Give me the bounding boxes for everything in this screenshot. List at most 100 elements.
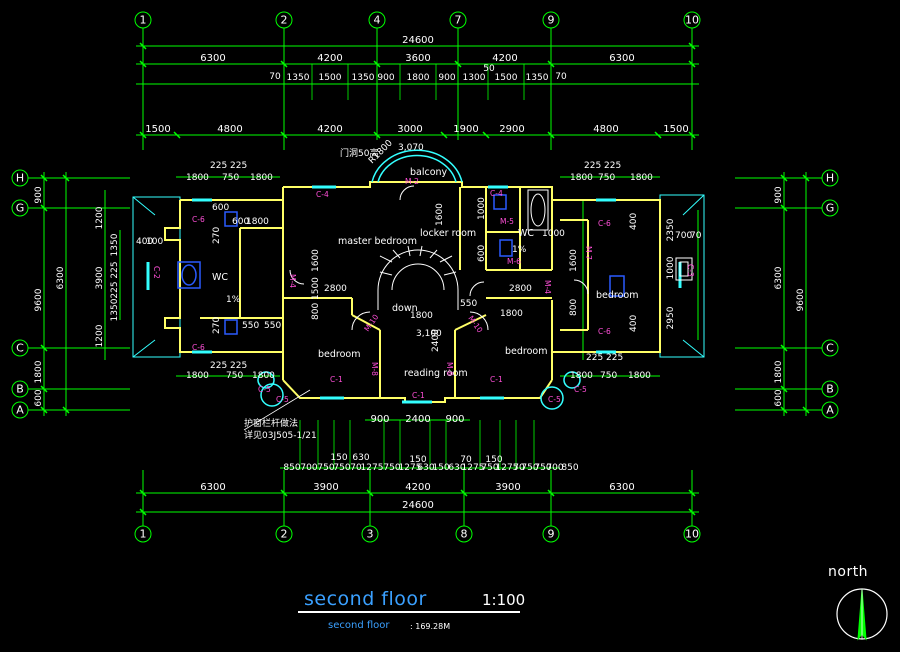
bay-windows [257,371,581,410]
dim-bottom1: 1275 [496,463,519,473]
tag-window: C-6 [192,215,205,224]
tag-door: M-2 [405,177,419,186]
grid-label-right-G: G [826,202,835,215]
room-bedroom-left: bedroom [318,349,360,360]
tag-window: C-3 [686,264,695,277]
dim-misc: 600 [232,217,249,227]
dim-misc: 600 [212,203,229,213]
dim-top2: 1350 [352,73,375,83]
dim-bottom1: 750 [521,463,538,473]
top-dimension-labels: 24600 6300 4200 3600 4200 6300 70 1350 1… [145,35,688,135]
tag-window: C-5 [258,385,271,394]
dim-misc: 400 [136,237,153,247]
dim-top3: 1900 [453,124,478,135]
staircase [377,245,459,310]
grid-label-right-C: C [826,342,834,355]
dim-misc: 2400 [431,329,441,352]
dim-misc: 550 [264,321,281,331]
grid-label-left-C: C [16,342,24,355]
opening-tags: C-4 C-4 C-6 C-6 C-6 C-6 C-2 C-3 C-5 C-5 … [152,177,695,404]
dim-bottom1: 750 [383,463,400,473]
tag-door: M-8 [370,362,379,376]
drawing-title: second floor [304,588,427,610]
dim-misc: 400 [629,213,639,230]
bottom-dimension-labels: 850 700 750 750 70 1275 750 1275 630 150… [200,414,634,511]
grid-label-bottom-9: 9 [548,528,555,541]
dim-bottom1: 750 [481,463,498,473]
dim-right-outer: 900 [774,186,784,203]
dim-inner-bottom: 900 [370,414,389,425]
windows [146,185,682,404]
room-locker: locker room [420,228,476,239]
dim-misc: 800 [311,303,321,320]
dim-misc: 1800 [186,173,209,183]
misc-dimension-labels: 225 225 1800 750 1800 225 225 1800 750 1… [136,143,702,381]
dim-top2: 50 [483,64,495,74]
dim-left-stack: 225 [110,261,120,278]
tag-window: C-1 [412,391,425,400]
grid-label-bottom-1: 1 [140,528,147,541]
grid-label-top-7: 7 [455,14,462,27]
grid-label-bottom-2: 2 [281,528,288,541]
grid-label-left-A: A [16,404,24,417]
dim-misc: 1500 [311,277,321,300]
tag-door: M-4 [288,274,297,288]
tag-door: M-7 [584,246,593,260]
slope-note-left: 1% [226,295,241,305]
dim-top2: 1500 [319,73,342,83]
tag-window: C-1 [330,375,343,384]
dim-top1: 6300 [609,53,634,64]
dim-bottom2: 6300 [200,482,225,493]
tag-window: C-5 [548,395,561,404]
tag-window: C-4 [490,189,503,198]
dim-right-inner: 1000 [666,256,676,279]
dimension-lines [40,42,810,516]
tag-window: C-6 [192,343,205,352]
room-bedroom-east: bedroom [596,290,638,301]
dim-bottom1: 700 [300,463,317,473]
dim-bottom1: 850 [283,463,300,473]
dim-bottom1: 70 [513,463,525,473]
dim-right-outer: 600 [774,389,784,406]
dim-misc: 1600 [435,203,445,226]
dim-left-inner: 1200 [95,206,105,229]
arc-note: 门洞50高 [340,147,378,159]
dim-overall-bottom: 24600 [402,500,434,511]
dim-left-outer: 9600 [34,288,44,311]
dim-misc: 1800 [570,371,593,381]
drawing-subtitle: second floor [328,620,390,631]
dim-misc: 70 [690,231,702,241]
dim-bottom1: 850 [561,463,578,473]
dim-misc: 1600 [311,249,321,272]
dim-bottom0: 150 [409,455,426,465]
dim-bottom1: 630 [448,463,465,473]
dim-top2: 900 [377,73,394,83]
dim-right-outer: 9600 [796,288,806,311]
dim-misc: 1800 [570,173,593,183]
grid-label-left-B: B [16,383,24,396]
dim-misc: 2800 [509,284,532,294]
dim-top2: 1500 [495,73,518,83]
dim-misc: 270 [212,317,222,334]
dim-top1: 4200 [317,53,342,64]
grid-label-top-1: 1 [140,14,147,27]
grid-label-left-G: G [16,202,25,215]
dim-bottom0: 150 [485,455,502,465]
tag-door: M-4 [543,280,552,294]
dim-left-inner: 3900 [95,266,105,289]
dim-bottom1: 630 [417,463,434,473]
room-reading: reading room [404,368,468,379]
dim-right-outer: 1800 [774,360,784,383]
grid-label-top-4: 4 [374,14,381,27]
dim-bottom2: 6300 [609,482,634,493]
dim-misc: 100 [146,237,163,247]
dim-right-inner: 2950 [666,306,676,329]
room-labels: master bedroom balcony locker room WC WC… [212,167,638,379]
drawing-area: : 169.28M [410,622,451,631]
tag-window: C-6 [598,219,611,228]
dim-misc: 750 [226,371,243,381]
dim-misc: 225 225 [210,361,247,371]
dim-bottom1: 700 [546,463,563,473]
dim-inner-bottom: 900 [445,414,464,425]
dim-top2: 1800 [407,73,430,83]
